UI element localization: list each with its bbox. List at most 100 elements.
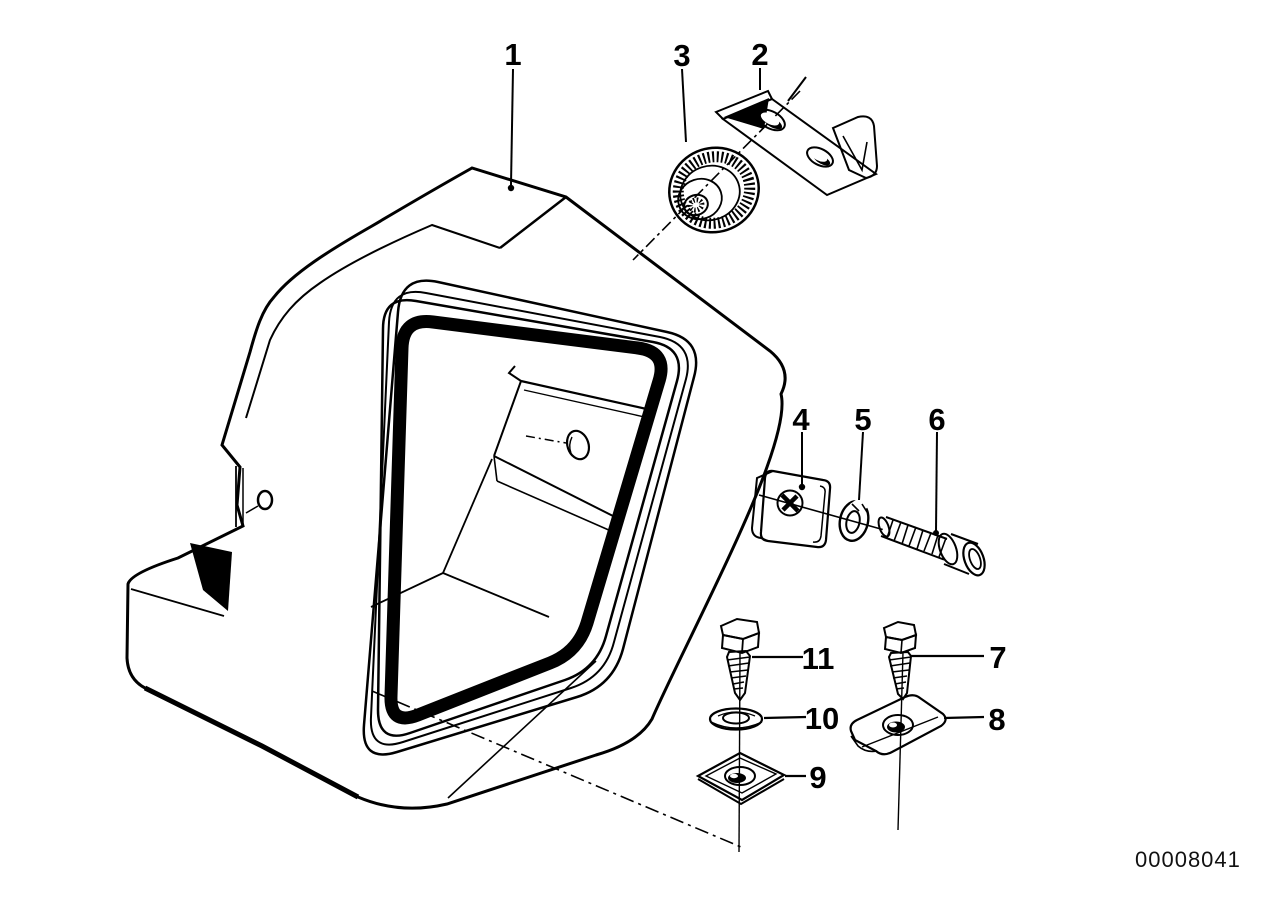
callout-8[interactable]: 8: [988, 702, 1005, 737]
washer10-thickness: [710, 721, 763, 729]
shelf-top-edge-inner: [523, 389, 650, 419]
housing-top-fold-line: [499, 196, 567, 249]
interior-shelf: [370, 365, 652, 618]
bolt11-head-faces: [720, 631, 761, 655]
construction-line: [447, 660, 597, 799]
clip8-hole: [882, 714, 914, 736]
lock-washer-5: [838, 496, 870, 542]
callout-3[interactable]: 3: [673, 38, 690, 73]
clip8-fold-line: [861, 716, 939, 748]
bolt6-head-face: [962, 541, 986, 577]
leader-line-8: [943, 715, 985, 720]
washer10-inner-arc: [717, 711, 756, 717]
rubber-grommet: [668, 146, 760, 234]
clip4-hole-cross: [780, 493, 800, 513]
plate9-hole-highlight: [730, 773, 738, 779]
clip8-thickness: [850, 735, 878, 753]
grommet-dome: [677, 177, 723, 221]
speed-nut-8: [849, 694, 947, 756]
shelf-hole: [565, 429, 591, 461]
washer5-split-edges: [851, 503, 868, 513]
bolt11-shank: [725, 649, 752, 702]
bolt6-head-base: [937, 532, 959, 566]
bracket-hole-2: [806, 146, 834, 168]
callout-labels: 1 2 3 4 5 6 7 8 9 10 11: [504, 37, 1006, 795]
bracket-end-tab: [831, 115, 879, 180]
bolt6-shank-bottom: [880, 535, 946, 561]
washer5-split-gap: [849, 496, 869, 515]
plate9-rim-inner: [704, 757, 778, 794]
plate-nut-9: [695, 751, 787, 806]
frame-molding-outer: [362, 279, 698, 756]
leader-dot-6: [933, 530, 939, 536]
bracket-tab-fold-line: [842, 135, 868, 173]
housing-top-inner-contour: [245, 223, 501, 419]
bracket-face: [720, 97, 879, 197]
shelf-top-edge: [520, 379, 652, 412]
foot-shadow-wedge: [190, 543, 232, 611]
cavity-floor-line-left: [370, 572, 444, 608]
tapping-screw-7: [882, 620, 918, 701]
leader-line-1: [510, 68, 514, 186]
callout-10[interactable]: 10: [805, 701, 839, 736]
bolt11-threads: [726, 656, 751, 690]
shelf-notch: [507, 365, 522, 382]
plate9-thickness: [697, 778, 785, 806]
side-hole-stub-line: [245, 505, 259, 514]
leader-line-3: [681, 68, 687, 143]
washer10-hole: [722, 711, 750, 725]
shelf-left-edge: [493, 380, 522, 457]
shelf-hole-inner-arc: [569, 436, 573, 454]
bottom-edge-shadow: [143, 685, 360, 800]
clip-nut-4: [750, 469, 832, 549]
screw7-threads: [888, 656, 912, 690]
callout-9[interactable]: 9: [809, 760, 826, 795]
cavity-corner-line: [442, 458, 493, 574]
washer5-hole: [845, 510, 861, 534]
callout-1[interactable]: 1: [504, 37, 521, 72]
bracket-hole-1: [756, 108, 786, 132]
washer10-outer: [708, 707, 764, 731]
clip8-body: [849, 694, 947, 756]
grommet-outer-rim: [668, 146, 760, 234]
plate9-face: [695, 751, 787, 802]
grommet-stipple-ring: [672, 151, 756, 229]
leader-lines: [507, 68, 985, 778]
callout-7[interactable]: 7: [989, 640, 1006, 675]
shelf-underside-edge: [496, 480, 612, 532]
callout-5[interactable]: 5: [854, 402, 871, 437]
socket-bolt-6: [877, 516, 986, 577]
grommet-hole: [683, 193, 709, 217]
hex-bolt-11: [719, 617, 761, 702]
opening-shadow-band: [384, 315, 668, 725]
bolt6-head-top: [950, 533, 979, 545]
leader-line-10: [763, 715, 807, 720]
clip4-hole: [776, 489, 804, 517]
bolt6-threads: [886, 519, 947, 558]
bracket-hole-2-highlight: [810, 150, 828, 162]
bolt6-socket: [968, 548, 982, 570]
callout-11[interactable]: 11: [802, 641, 835, 676]
callout-6[interactable]: 6: [928, 402, 945, 437]
clip8-hole-highlight: [889, 722, 897, 728]
leader-line-5: [858, 431, 864, 501]
plate9-hole-shade: [728, 773, 746, 783]
screw7-axis-line: [897, 651, 904, 831]
callout-4[interactable]: 4: [792, 402, 810, 437]
shelf-hole-center-line: [525, 435, 567, 444]
housing-silhouette: [125, 166, 787, 810]
clip8-hole-shade: [887, 721, 905, 733]
leader-dot-4: [798, 483, 806, 491]
bracket-hole-1-highlight: [760, 112, 780, 126]
frame-molding-mid: [369, 290, 689, 746]
frame-molding-inner: [376, 298, 681, 737]
mounting-bracket: [714, 76, 879, 197]
drawing-number: 00008041: [1135, 847, 1241, 872]
callout-2[interactable]: 2: [751, 37, 768, 72]
grommet-flange: [679, 164, 741, 222]
clip4-inner-outline: [812, 485, 826, 543]
bracket-edge-line: [787, 76, 807, 102]
leader-dot-1: [507, 184, 515, 192]
washer-10: [708, 707, 764, 731]
